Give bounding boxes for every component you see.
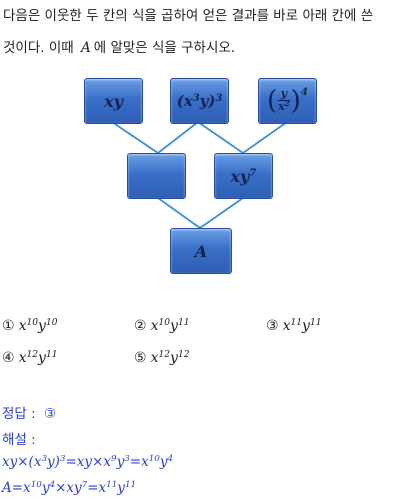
box-top-left: xy	[84, 78, 143, 124]
box-middle-left	[127, 153, 186, 199]
connector	[111, 121, 159, 154]
answer-label: 정답 :	[2, 406, 36, 422]
answer-value: ③	[43, 406, 57, 422]
connector	[157, 197, 201, 229]
question-text: 다음은 이웃한 두 칸의 식을 곱하여 얻은 결과를 바로 아래 칸에 쓴 것이…	[3, 0, 397, 64]
explanation-label: 해설 :	[2, 432, 36, 448]
connector	[242, 121, 288, 154]
explanation-line-1: xy×(x3y)3=xy×x9y3=x10y4	[2, 454, 174, 470]
question-line-1: 다음은 이웃한 두 칸의 식을 곱하여 얻은 결과를 바로 아래 칸에 쓴	[3, 8, 374, 24]
box-top-middle: (x3y)3	[170, 78, 229, 124]
diagram-connectors	[111, 121, 288, 229]
explanation-line-2: A=x10y4×xy7=x11y11	[2, 480, 137, 496]
connector	[157, 121, 199, 154]
box-top-right: ( y x2 )4	[258, 78, 317, 124]
connector	[199, 197, 244, 229]
answer: 정답 : ③	[2, 402, 56, 422]
fraction: y x2	[278, 87, 290, 113]
connector	[197, 121, 244, 154]
box-middle-right: xy7	[214, 153, 273, 199]
box-bottom-a: A	[170, 228, 232, 274]
variable-a: A	[80, 40, 91, 56]
